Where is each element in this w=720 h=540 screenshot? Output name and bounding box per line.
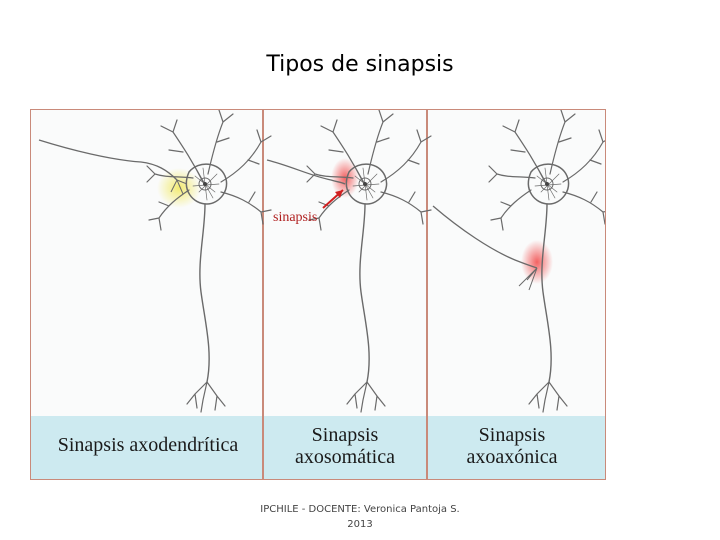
- caption-axoaxonic: Sinapsis axoaxónica: [429, 424, 595, 468]
- footer-year: 2013: [347, 519, 373, 530]
- caption-axodendritic: Sinapsis axodendrítica: [35, 434, 261, 456]
- caption-line: axoaxónica: [466, 446, 558, 468]
- synapse-pointer-label: sinapsis: [273, 210, 318, 225]
- caption-axosomatic: Sinapsis axosomática: [265, 424, 425, 468]
- caption-line: Sinapsis: [311, 424, 379, 446]
- footer-author: IPCHILE - DOCENTE: Veronica Pantoja S.: [260, 504, 460, 515]
- caption-line: axosomática: [295, 446, 395, 468]
- slide-footer: IPCHILE - DOCENTE: Veronica Pantoja S. 2…: [200, 502, 520, 532]
- caption-line: Sinapsis: [478, 424, 546, 446]
- neuron-illustration: [31, 110, 605, 479]
- caption-line: Sinapsis axodendrítica: [57, 434, 239, 456]
- slide-title: Tipos de sinapsis: [266, 52, 454, 77]
- synapse-types-figure: sinapsis Sinapsis axodendrítica Sinapsis…: [30, 109, 606, 480]
